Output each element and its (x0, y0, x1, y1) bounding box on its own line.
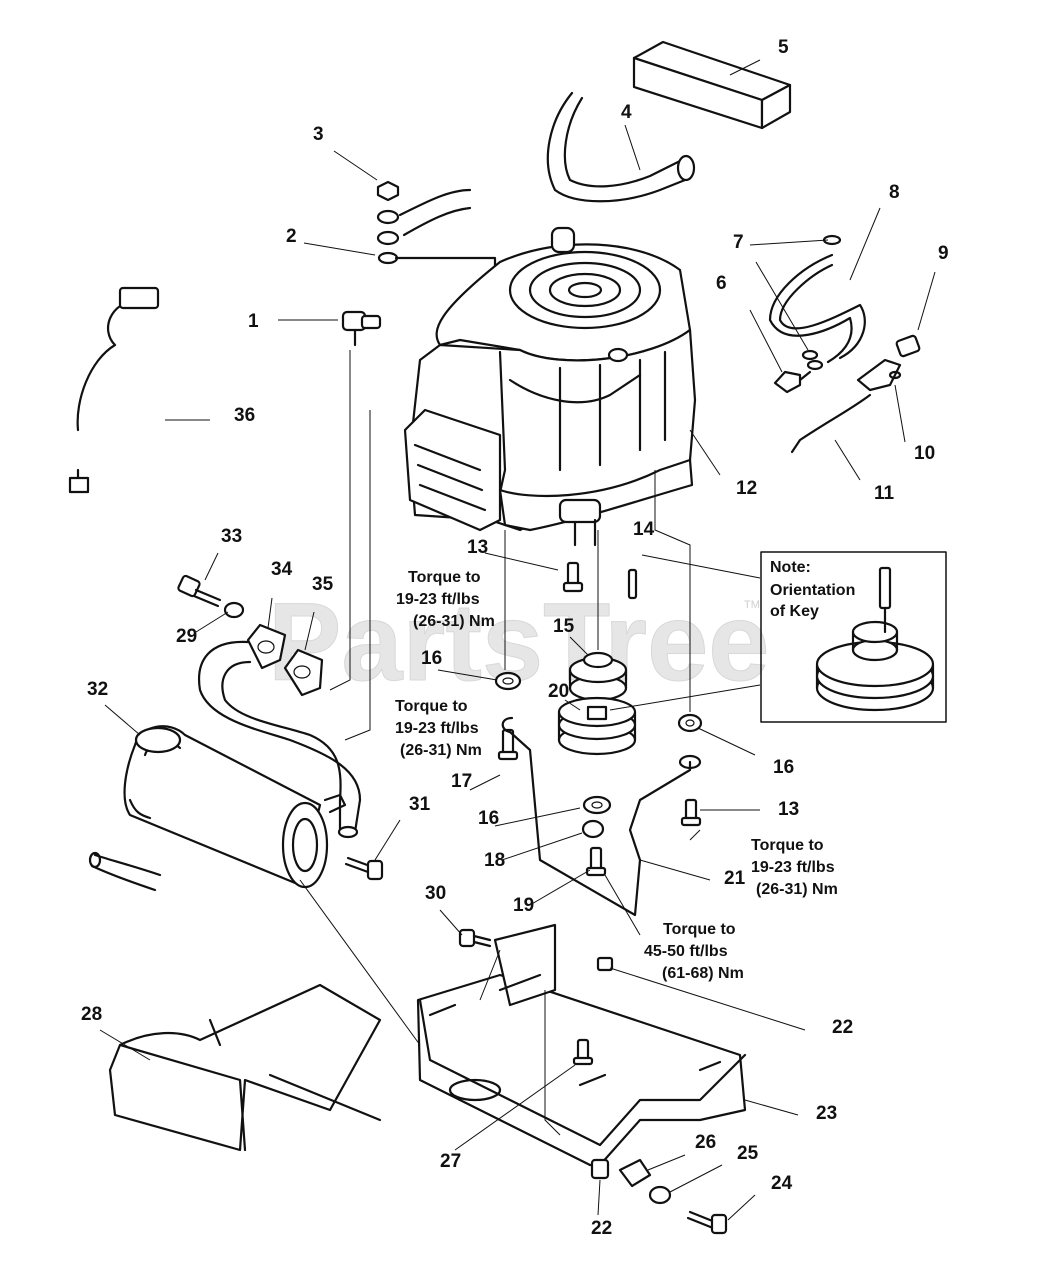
callout-14: 14 (633, 519, 655, 540)
torque-note-2: Torque to 19-23 ft/lbs (26-31) Nm (395, 698, 482, 759)
callout-25: 25 (737, 1143, 759, 1164)
callout-7: 7 (733, 232, 744, 253)
inset-note-line-3: of Key (770, 603, 819, 620)
callout-19: 19 (513, 895, 534, 916)
torque-note-line: (61-68) Nm (662, 965, 744, 982)
part-29-35-exhaust-gaskets (177, 574, 324, 697)
callout-28: 28 (81, 1004, 102, 1025)
torque-note-line: 19-23 ft/lbs (396, 591, 480, 608)
callout-16: 16 (421, 648, 442, 669)
part-21-rod (501, 716, 702, 917)
callout-numbers: 1234567891011121314151620161317161819212… (81, 37, 949, 1239)
torque-note-line: 19-23 ft/lbs (751, 859, 835, 876)
callout-33: 33 (221, 526, 242, 547)
washers-and-bolts (494, 671, 703, 877)
torque-note-line: 45-50 ft/lbs (644, 943, 728, 960)
key-orientation-inset: Note: Orientation of Key (760, 551, 947, 723)
torque-note-line: (26-31) Nm (756, 881, 838, 898)
torque-note-line: (26-31) Nm (400, 742, 482, 759)
callout-20: 20 (548, 681, 569, 702)
callout-32: 32 (87, 679, 108, 700)
callout-31: 31 (409, 794, 431, 815)
callout-22: 22 (591, 1218, 612, 1239)
part-1-fitting (341, 310, 382, 347)
callout-15: 15 (553, 616, 575, 637)
callout-6: 6 (716, 273, 727, 294)
part-6-11-choke-throttle (768, 234, 921, 454)
torque-note-line: Torque to (663, 921, 736, 938)
callout-34: 34 (271, 559, 293, 580)
torque-note-1: Torque to 19-23 ft/lbs (26-31) Nm (396, 569, 495, 630)
callout-27: 27 (440, 1151, 461, 1172)
callout-3: 3 (313, 124, 324, 145)
callout-26: 26 (695, 1132, 716, 1153)
part-12-engine (403, 226, 697, 547)
bolts-30-31 (344, 856, 492, 948)
callout-2: 2 (286, 226, 297, 247)
torque-note-line: (26-31) Nm (413, 613, 495, 630)
part-5-key-bar (632, 40, 792, 130)
part-36-connector (68, 286, 160, 494)
callout-10: 10 (914, 443, 935, 464)
callout-11: 11 (874, 483, 895, 504)
callout-24: 24 (771, 1173, 793, 1194)
part-13-20-pulley-stack (557, 561, 638, 756)
callout-35: 35 (312, 574, 334, 595)
watermark-trademark: TM (744, 599, 760, 611)
callout-18: 18 (484, 850, 505, 871)
torque-note-line: Torque to (408, 569, 481, 586)
leader-lines (99, 59, 936, 1221)
parts-22-26-mount-hardware (590, 1158, 728, 1235)
callout-21: 21 (724, 868, 746, 889)
torque-note-4: Torque to 45-50 ft/lbs (61-68) Nm (644, 921, 744, 982)
callout-13: 13 (778, 799, 799, 820)
callout-16: 16 (773, 757, 794, 778)
torque-note-3: Torque to 19-23 ft/lbs (26-31) Nm (751, 837, 838, 898)
part-28-shield (108, 983, 382, 1152)
callout-12: 12 (736, 478, 757, 499)
inset-note-line-2: Orientation (770, 582, 855, 599)
callout-1: 1 (248, 311, 259, 332)
callout-29: 29 (176, 626, 197, 647)
callout-9: 9 (938, 243, 949, 264)
torque-note-line: Torque to (395, 698, 468, 715)
inset-note-line-1: Note: (770, 559, 811, 576)
callout-22: 22 (832, 1017, 853, 1038)
callout-16: 16 (478, 808, 499, 829)
callout-17: 17 (451, 771, 472, 792)
part-32-muffler (88, 725, 347, 892)
torque-note-line: 19-23 ft/lbs (395, 720, 479, 737)
callout-36: 36 (234, 405, 255, 426)
part-23-engine-mount (416, 923, 747, 1167)
callout-4: 4 (621, 102, 632, 123)
torque-note-line: Torque to (751, 837, 824, 854)
callout-5: 5 (778, 37, 789, 58)
part-4-hose (546, 91, 696, 203)
exhaust-pipe (198, 640, 362, 839)
callout-23: 23 (816, 1103, 837, 1124)
watermark: PartsTree (268, 581, 769, 704)
callout-8: 8 (889, 182, 900, 203)
callout-30: 30 (425, 883, 446, 904)
callout-13: 13 (467, 537, 488, 558)
